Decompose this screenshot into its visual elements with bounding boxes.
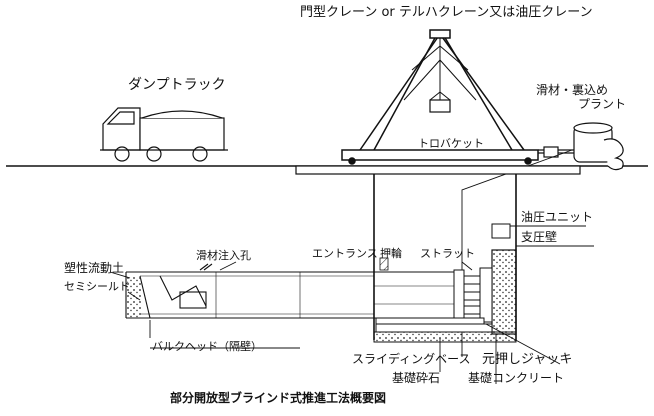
bucket-label: トロバケット [418, 137, 484, 150]
reaction-wall-label: 支圧壁 [521, 230, 558, 244]
shaft-pipe [373, 271, 455, 319]
plastic-soil-label: 塑性流動土 [64, 261, 125, 275]
push-ring [379, 257, 389, 271]
grout-plant-drawing [538, 122, 624, 171]
dump-truck-label: ダンプトラック [128, 77, 226, 93]
shaft-top-frame [295, 165, 581, 175]
plant-label-line2: プラント [578, 97, 627, 111]
base-gravel-label: 基礎砕石 [392, 371, 441, 385]
lubricant-port-label: 滑材注入孔 [196, 249, 251, 262]
base-concrete-label: 基礎コンクリート [468, 371, 565, 385]
sliding-base-label: スライディングベース [352, 352, 471, 366]
base-concrete [375, 323, 493, 333]
sliding-base [375, 317, 485, 325]
bulkhead-label: バルクヘッド（隔壁） [152, 340, 262, 353]
crane-label: 門型クレーン or テルハクレーン又は油圧クレーン [300, 5, 593, 20]
hydraulic-unit-label: 油圧ユニット [521, 210, 594, 224]
reaction-wall [491, 249, 517, 335]
leader-lines [109, 225, 594, 384]
plant-pipe [461, 149, 573, 280]
jack-assembly [453, 267, 493, 323]
push-ring-label: 押輪 [380, 247, 402, 260]
base-gravel [373, 331, 517, 343]
main-jack-label: 元押しジャッキ [482, 352, 573, 367]
gantry-crane-drawing [341, 29, 539, 165]
strut-label: ストラット [420, 247, 475, 260]
dump-truck-drawing [100, 107, 228, 162]
hydraulic-unit-box [491, 223, 511, 239]
semi-shield-label: セミシールド [64, 280, 130, 293]
diagram-caption: 部分開放型ブラインド式推進工法概要図 [170, 391, 387, 405]
plastic-soil-fill [126, 276, 142, 318]
plant-label-line1: 滑材・裏込め [536, 83, 609, 97]
entrance-label: エントランス [312, 247, 378, 260]
pipe-string [126, 271, 375, 319]
